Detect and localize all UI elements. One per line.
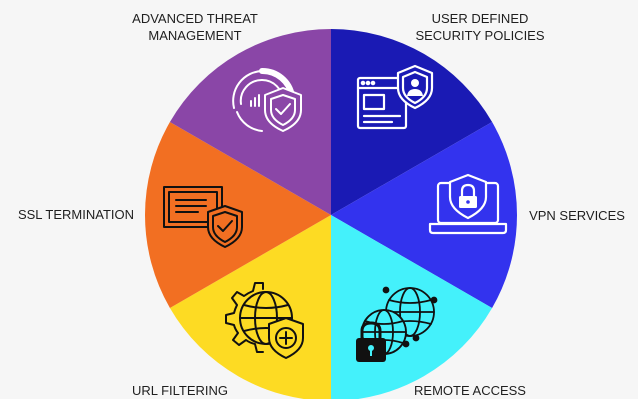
browser-window-user-shield-icon — [356, 64, 434, 130]
gear-globe-shield-icon — [225, 282, 304, 359]
label-remote-access: REMOTE ACCESS — [400, 382, 540, 399]
label-line: SECURITY POLICIES — [415, 28, 545, 43]
label-line: REMOTE ACCESS — [414, 383, 526, 398]
globes-padlock-icon — [356, 286, 438, 362]
label-line: ADVANCED THREAT — [132, 11, 258, 26]
certificate-shield-check-icon — [163, 186, 243, 248]
label-user-defined-security-policies: USER DEFINED SECURITY POLICIES — [395, 10, 565, 44]
label-ssl-termination: SSL TERMINATION — [6, 206, 146, 223]
label-line: VPN SERVICES — [529, 208, 625, 223]
label-vpn-services: VPN SERVICES — [522, 207, 632, 224]
wedge-advanced-threat-management — [169, 28, 331, 215]
label-line: SSL TERMINATION — [17, 207, 135, 222]
wedge-vpn-services — [331, 122, 517, 308]
laptop-shield-lock-icon — [428, 173, 508, 235]
label-advanced-threat-management: ADVANCED THREAT MANAGEMENT — [105, 10, 285, 44]
label-url-filtering: URL FILTERING — [110, 382, 250, 399]
label-line: URL FILTERING — [131, 383, 229, 398]
label-line: USER DEFINED — [431, 11, 529, 26]
label-line: MANAGEMENT — [148, 28, 242, 43]
wedge-user-defined-security-policies — [331, 29, 493, 215]
analytics-shield-check-icon — [232, 67, 302, 132]
